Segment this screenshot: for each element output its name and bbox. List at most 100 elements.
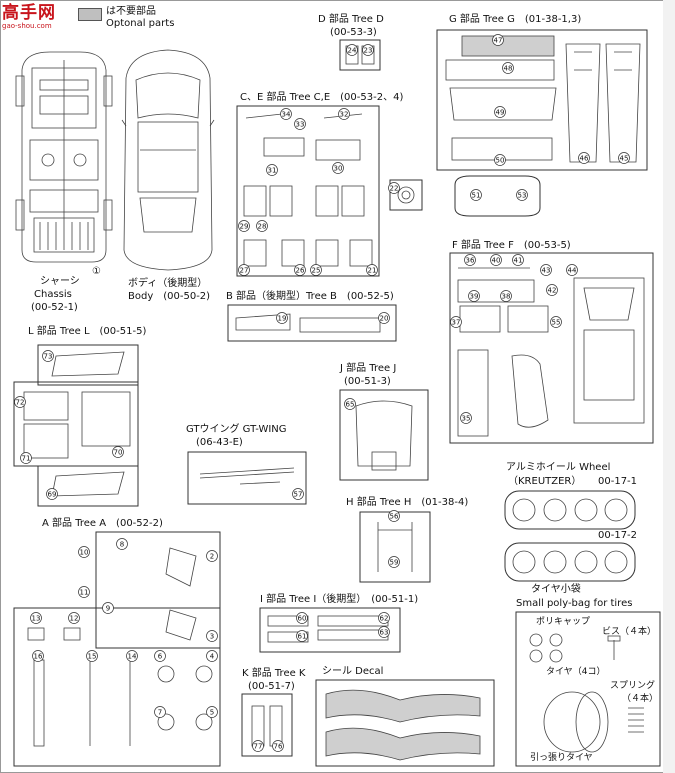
part-number-tree-a-8: 8 [120,541,124,549]
part-number-tree-g-46: 46 [580,155,589,163]
part-number-tree-f-41: 41 [514,257,523,265]
chassis-drawing [15,51,113,263]
part-number-marker [310,264,322,276]
part-number-tree-d-23: 23 [364,47,373,55]
gt-wing-code: (06-43-E) [196,437,243,448]
logo-text: 高手网 [2,3,56,23]
part-number-tree-f-38: 38 [502,293,511,301]
part-number-tree-a-11: 11 [80,589,89,597]
part-number-marker [450,316,462,328]
part-number-marker [388,510,400,522]
part-number-tree-h-59: 59 [390,559,399,567]
gt-wing-frame [187,451,307,505]
part-number-marker [378,312,390,324]
gt-wing-title: GTウイング GT-WING [186,424,287,435]
part-number-marker [338,108,350,120]
part-number-tree-l-70: 70 [114,449,123,457]
wheel-frames [504,490,636,582]
part-number-tree-a-9: 9 [106,605,110,613]
part-number-tree-f-55: 55 [552,319,561,327]
part-number-tree-g-51: 51 [472,192,481,200]
part-number-tree-b-19: 19 [278,315,287,323]
tree-k-title: K 部品 Tree K [242,668,306,679]
part-number-marker [344,398,356,410]
tree-d-title: D 部品 Tree D [318,14,384,25]
part-number-tree-a-16: 16 [34,653,43,661]
part-number-tree-d-24: 24 [348,47,357,55]
part-number-marker [460,412,472,424]
part-number-marker [206,550,218,562]
part-number-tree-a-15: 15 [88,653,97,661]
tires-pull: 引っ張りタイヤ [530,753,593,763]
part-number-marker [546,284,558,296]
part-number-tree-f-37: 37 [452,319,461,327]
part-number-marker [86,650,98,662]
tree-b-frame [227,304,397,342]
part-number-marker [550,316,562,328]
part-number-tree-g-49: 49 [496,109,505,117]
part-number-marker [272,740,284,752]
part-number-marker [14,396,26,408]
part-number-tree-ce-31: 31 [268,167,277,175]
part-number-marker [276,312,288,324]
part-number-tree-l-71: 71 [22,455,31,463]
part-number-marker [512,254,524,266]
part-number-marker [388,182,400,194]
part-number-tree-ce-33: 33 [296,121,305,129]
tires-screw: ビス（４本） [602,627,657,637]
tree-d-code: (00-53-3) [330,27,377,38]
tree-l-frame [13,344,139,507]
part-number-tree-a-3: 3 [210,633,214,641]
body-label-jp: ボディ（後期型） [128,278,208,289]
part-number-tree-ce-27: 27 [240,267,249,275]
chassis-code: (00-52-1) [31,302,78,313]
part-number-tree-a-5: 5 [210,709,214,717]
part-number-tree-b-20: 20 [380,315,389,323]
decal-title: シール Decal [322,666,384,677]
part-number-marker [294,264,306,276]
part-number-marker [68,612,80,624]
tree-f-frame [449,252,654,444]
part-number-marker [154,706,166,718]
part-number-marker [470,189,482,201]
part-number-marker [378,612,390,624]
part-number-tree-j-65: 65 [346,401,355,409]
part-number-marker [126,650,138,662]
part-number-marker [102,602,114,614]
tires-spring-count: （４本） [622,694,659,704]
part-number-tree-f-40: 40 [492,257,501,265]
part-number-marker [388,556,400,568]
part-number-tree-a-2: 2 [210,553,214,561]
wheel-code-1: 00-17-1 [598,476,638,487]
part-number-tree-a-13: 13 [32,615,41,623]
tires-title-jp: タイヤ小袋 [531,584,581,595]
part-number-tree-f-39: 39 [470,293,479,301]
part-number-tree-ce-30: 30 [334,165,343,173]
part-number-tree-f-44: 44 [568,267,577,275]
part-number-tree-l-73: 73 [44,353,53,361]
part-number-marker [238,264,250,276]
part-number-gt-wing-57: 57 [294,491,303,499]
tree-j-title: J 部品 Tree J [340,363,397,374]
part-number-tree-g-50: 50 [496,157,505,165]
part-number-marker [112,446,124,458]
part-number-marker [30,612,42,624]
part-number-tree-l-69: 69 [48,491,57,499]
part-number-marker [238,220,250,232]
part-number-tree-l-72: 72 [16,399,25,407]
body-label-en: Body (00-50-2) [128,291,211,302]
part-number-marker [280,108,292,120]
tree-h-frame [359,511,431,583]
tires-polycap: ポリキャップ [536,617,591,627]
part-number-tree-f-36: 36 [466,257,475,265]
part-number-marker [502,62,514,74]
part-number-tree-k-76: 76 [274,743,283,751]
part-number-marker [366,264,378,276]
part-number-marker [266,164,278,176]
part-number-marker [500,290,512,302]
body-drawing [121,49,215,271]
part-number-tree-i-60: 60 [298,615,307,623]
tree-j-frame [339,389,429,481]
